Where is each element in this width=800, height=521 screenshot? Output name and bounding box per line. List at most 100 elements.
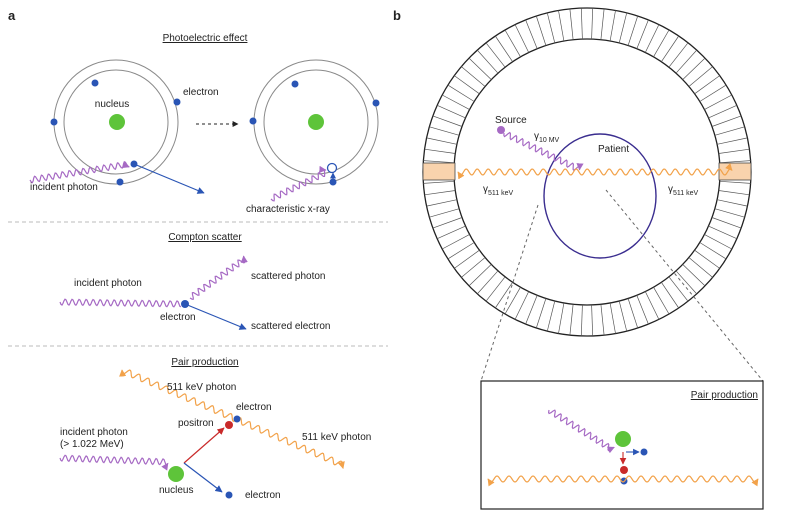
scanner-ring <box>422 7 752 337</box>
detector-segment <box>719 180 751 184</box>
detector-segment <box>699 242 727 260</box>
detector-segment <box>708 104 737 119</box>
detector-segment <box>525 295 538 325</box>
positron <box>225 421 233 429</box>
patient-outline <box>543 133 657 259</box>
detector-segment <box>688 257 713 278</box>
atom1-electron <box>91 79 99 87</box>
detector-segment <box>569 8 574 40</box>
detector-hit-left <box>422 162 456 181</box>
detector-segment <box>711 115 742 127</box>
detector-segment <box>477 270 499 295</box>
detector-segment <box>454 75 480 95</box>
detector-segment <box>627 298 639 329</box>
atom1-electron <box>173 98 181 106</box>
atom2-vacancy <box>326 162 338 174</box>
detector-segment <box>495 282 513 309</box>
detector-segment <box>580 304 583 336</box>
detector-segment <box>708 225 737 240</box>
compton-incident-wave <box>59 298 182 308</box>
inset-positron <box>620 466 628 474</box>
detector-hit-right <box>718 162 752 181</box>
positron-arrow <box>183 427 225 464</box>
positron-label: positron <box>178 418 214 429</box>
detector-segment <box>546 300 556 332</box>
pair-title: Pair production <box>171 357 238 368</box>
zoom-line-right <box>605 189 764 382</box>
pair-electron-top <box>233 415 241 423</box>
photoelectric-title: Photoelectric effect <box>163 33 248 44</box>
source-point <box>497 126 505 134</box>
detector-segment <box>699 84 727 102</box>
scattered-electron-label: scattered electron <box>251 321 331 332</box>
detector-segment <box>719 160 751 164</box>
incident-photon-wave <box>29 161 130 184</box>
compton-section: Compton scatter incident photon electron… <box>59 232 331 332</box>
compton-incident-label: incident photon <box>74 278 142 289</box>
detector-segment <box>423 160 455 164</box>
inset-incident-wave <box>547 409 615 454</box>
scanner-inner-ring <box>453 38 721 306</box>
scattered-electron-arrow <box>184 303 247 330</box>
inset-annihilation-wave <box>487 475 759 487</box>
detector-segment <box>618 12 628 44</box>
detector-segment <box>668 42 689 68</box>
compton-title: Compton scatter <box>168 232 242 243</box>
detector-segment <box>600 304 605 336</box>
atom1-electron <box>50 118 58 126</box>
detector-segment <box>495 35 513 62</box>
pair-incident-label: incident photon <box>60 427 128 438</box>
detector-segment <box>447 242 475 260</box>
detector-segment <box>477 49 499 74</box>
pair-electron-bottom-label: electron <box>245 490 281 501</box>
electron-arrow <box>183 462 223 493</box>
detector-segment <box>454 249 480 269</box>
detector-segment <box>694 75 720 95</box>
characteristic-xray-label: characteristic x-ray <box>246 204 330 215</box>
panel-b-label: b <box>393 8 401 23</box>
detector-segment <box>461 66 486 87</box>
detector-segment <box>591 304 594 336</box>
detector-segment <box>591 8 594 40</box>
detector-segment <box>717 137 748 145</box>
pair-threshold-label: (> 1.022 MeV) <box>60 439 124 450</box>
characteristic-xray-wave <box>270 165 327 202</box>
detector-segment <box>535 298 547 329</box>
detector-segment <box>558 10 565 42</box>
detector-segment <box>558 302 565 334</box>
detector-segment <box>580 8 583 40</box>
gamma-right-label: γ511 keV <box>668 184 698 197</box>
detector-segment <box>424 148 456 154</box>
detector-segment <box>704 94 732 110</box>
inset-box: Pair production <box>480 380 764 510</box>
detector-segment <box>653 29 670 57</box>
detector-segment <box>485 276 506 302</box>
atom2-electron <box>291 80 299 88</box>
detector-segment <box>718 148 750 154</box>
detector-segment <box>424 190 456 196</box>
detector-segment <box>442 94 470 110</box>
detector-segment <box>644 291 660 320</box>
detector-segment <box>600 8 605 40</box>
atom2-nucleus <box>308 114 324 130</box>
panel-a-label: a <box>8 8 16 23</box>
detector-segment <box>714 208 745 218</box>
detector-segment <box>675 49 697 74</box>
detector-segment <box>546 12 556 44</box>
nucleus-label: nucleus <box>95 99 129 110</box>
pair-incident-wave <box>59 454 169 471</box>
patient-label: Patient <box>598 144 629 155</box>
atom1-nucleus <box>109 114 125 130</box>
detector-segment <box>718 190 750 196</box>
detector-segment <box>504 287 521 315</box>
detector-segment <box>636 295 649 325</box>
pair-nucleus <box>168 466 184 482</box>
detector-segment <box>694 249 720 269</box>
atom1-inner-shell <box>63 69 169 175</box>
detector-segment <box>661 282 679 309</box>
pair-electron-top-label: electron <box>236 402 272 413</box>
detector-segment <box>423 180 455 184</box>
pair-nucleus-label: nucleus <box>159 485 193 496</box>
detector-segment <box>461 257 486 278</box>
gamma-source-label: γ10 MV <box>534 131 560 144</box>
